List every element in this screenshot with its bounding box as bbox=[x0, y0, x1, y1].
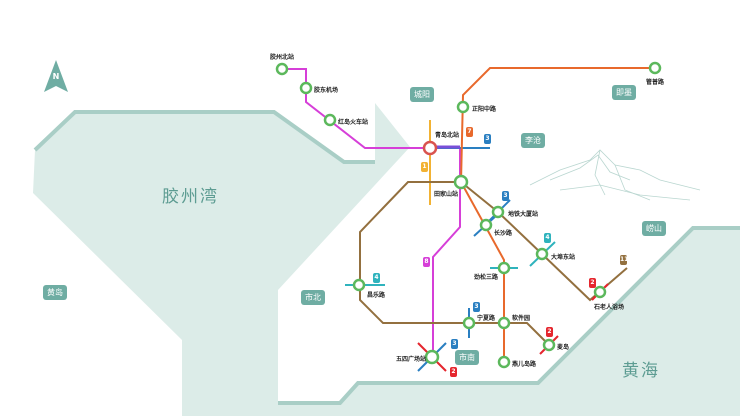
region-chengyang: 城阳 bbox=[410, 87, 434, 102]
line-7 bbox=[459, 67, 655, 362]
station-jiaozhou-north[interactable] bbox=[275, 62, 289, 76]
station-yaner-island[interactable] bbox=[497, 355, 511, 369]
line-badge-3: 3 bbox=[473, 302, 480, 312]
line-badge-3: 3 bbox=[484, 134, 491, 144]
station-jiaodong-airport[interactable] bbox=[299, 81, 313, 95]
shoreline bbox=[33, 110, 375, 164]
station-changsha-road[interactable] bbox=[479, 218, 493, 232]
station-may4th-square[interactable] bbox=[424, 349, 440, 365]
line-8 bbox=[282, 68, 461, 357]
line-badge-2: 2 bbox=[546, 327, 553, 337]
station-label: 麦岛 bbox=[557, 344, 570, 351]
station-label: 地铁大厦站 bbox=[508, 211, 539, 218]
station-label: 红岛火车站 bbox=[338, 119, 369, 126]
line-badge-2: 2 bbox=[450, 367, 457, 377]
compass: N bbox=[44, 60, 68, 92]
line-badge-2: 2 bbox=[589, 278, 596, 288]
shoreline bbox=[278, 226, 740, 405]
region-huangdao: 黄岛 bbox=[43, 285, 67, 300]
station-label: 宁夏路 bbox=[477, 315, 496, 322]
station-dabu-east[interactable] bbox=[535, 247, 549, 261]
station-changle-road[interactable] bbox=[352, 278, 366, 292]
station-ningxia-road[interactable] bbox=[462, 316, 476, 330]
station-label: 胶东机场 bbox=[314, 87, 339, 94]
station-label: 长沙路 bbox=[494, 230, 513, 237]
line-badge-3: 3 bbox=[502, 191, 509, 201]
mountain-sketch bbox=[529, 149, 701, 201]
water-label-bay: 胶州湾 bbox=[162, 187, 219, 207]
station-label: 大埠东站 bbox=[551, 254, 576, 261]
station-shilaoren[interactable] bbox=[593, 285, 607, 299]
region-jimo: 即墨 bbox=[612, 85, 636, 100]
station-label: 胶州北站 bbox=[270, 54, 295, 61]
station-maidao[interactable] bbox=[542, 338, 556, 352]
stations bbox=[275, 61, 662, 369]
station-software-park[interactable] bbox=[497, 316, 511, 330]
station-jinsong-3rd[interactable] bbox=[497, 261, 511, 275]
line-badge-7: 7 bbox=[466, 127, 473, 137]
region-shinan: 市南 bbox=[455, 350, 479, 365]
compass-label: N bbox=[52, 72, 60, 81]
sea-area bbox=[33, 103, 740, 416]
station-metro-building[interactable] bbox=[491, 205, 505, 219]
station-qingdao-north[interactable] bbox=[422, 140, 438, 156]
station-label: 青岛北站 bbox=[435, 132, 460, 139]
station-hongdao-rail[interactable] bbox=[323, 113, 337, 127]
station-label: 软件园 bbox=[512, 315, 531, 322]
station-label: 昌乐路 bbox=[367, 292, 386, 299]
station-label: 劲松三路 bbox=[474, 274, 499, 281]
station-label: 正阳中路 bbox=[472, 106, 497, 113]
line-badge-4: 4 bbox=[373, 273, 380, 283]
north-arrow-icon bbox=[44, 60, 68, 92]
region-shibei: 市北 bbox=[301, 290, 325, 305]
line-badge-11: 11 bbox=[620, 255, 629, 265]
line-badge-8: 8 bbox=[423, 257, 430, 267]
station-tianjiashan[interactable] bbox=[453, 174, 469, 190]
station-label: 田家山站 bbox=[434, 191, 459, 198]
station-zhengyang-middle[interactable] bbox=[456, 100, 470, 114]
station-label: 石老人浴场 bbox=[594, 304, 625, 311]
water-label-sea: 黄海 bbox=[622, 361, 660, 381]
line-badge-4: 4 bbox=[544, 233, 551, 243]
station-top-right[interactable] bbox=[648, 61, 662, 75]
line-11-loop bbox=[359, 181, 550, 346]
station-label: 管普路 bbox=[646, 79, 665, 86]
region-licang: 李沧 bbox=[521, 133, 545, 148]
station-label: 五四广场站 bbox=[396, 356, 427, 363]
line-badge-3: 3 bbox=[451, 339, 458, 349]
station-label: 燕儿岛路 bbox=[512, 361, 537, 368]
line-badge-1: 1 bbox=[421, 162, 428, 172]
region-laoshan: 崂山 bbox=[642, 221, 666, 236]
